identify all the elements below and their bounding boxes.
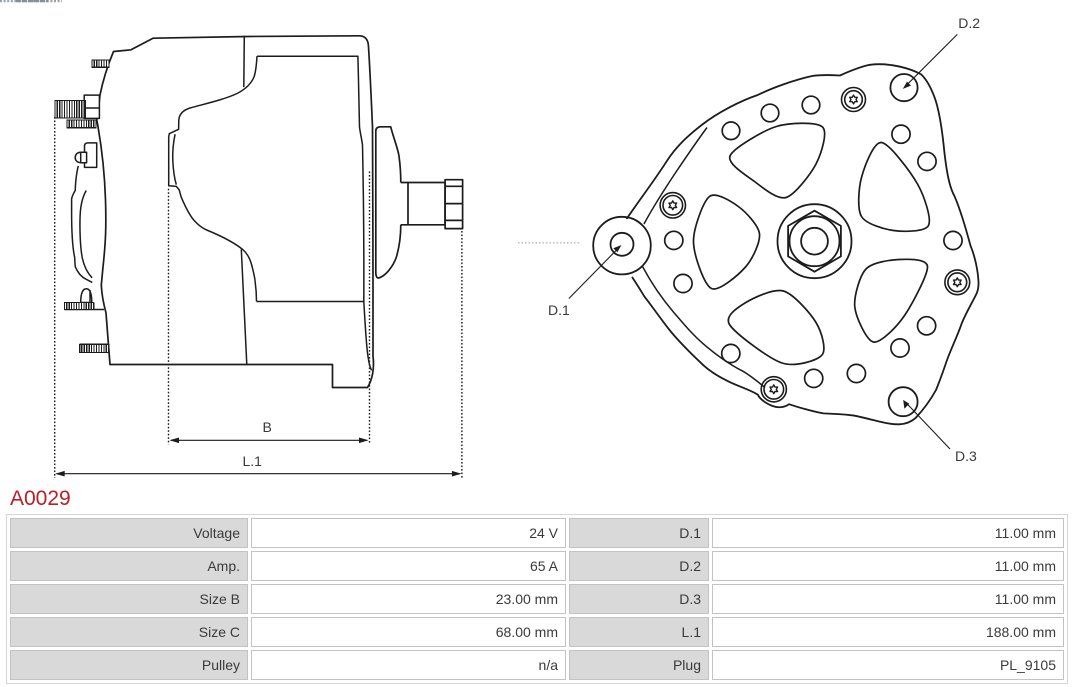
svg-text:D.1: D.1 — [548, 302, 570, 318]
svg-text:D.2: D.2 — [958, 15, 980, 31]
svg-text:D.3: D.3 — [955, 448, 977, 464]
svg-text:B: B — [263, 419, 272, 435]
svg-text:L.1: L.1 — [243, 453, 263, 469]
